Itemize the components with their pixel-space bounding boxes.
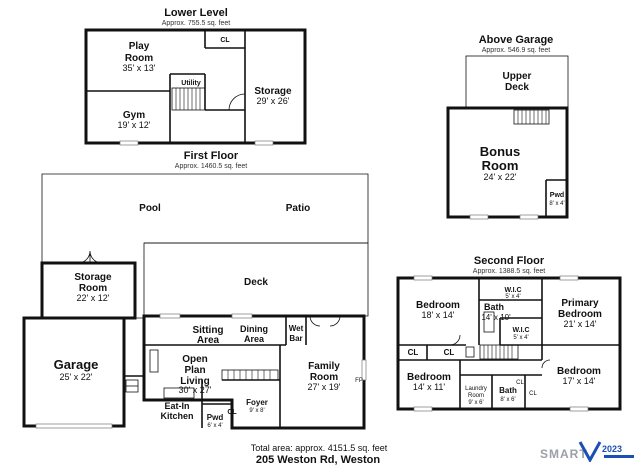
address-text: 205 Weston Rd, Weston [256, 454, 381, 465]
above-garage-title: Above Garage [479, 34, 554, 46]
brand-logo-badge: 2023 [602, 444, 622, 454]
bonus-room-name-2: Room [482, 158, 519, 173]
wic-a-dims: 5' x 4' [505, 294, 520, 300]
lower-level: Lower Level Approx. 755.5 sq. feet Play … [84, 7, 307, 146]
cl-first-name: CL [227, 409, 237, 416]
garage-dims: 25' x 22' [60, 372, 93, 382]
family-room-name: Family [308, 361, 340, 372]
lower-level-title: Lower Level [164, 7, 228, 19]
storage-room-dims: 22' x 12' [77, 293, 110, 303]
total-area-text: Total area: approx. 4151.5 sq. feet [251, 443, 388, 453]
play-room-name: Play [129, 41, 150, 52]
first-floor-level: First Floor Approx. 1460.5 sq. feet Pool… [22, 150, 369, 430]
pwd-first-name: Pwd [207, 413, 224, 422]
foyer-dims: 9' x 8' [249, 408, 264, 414]
open-plan-name: Open [182, 354, 208, 365]
gym-dims: 19' x 12' [118, 120, 151, 130]
family-room-dims: 27' x 19' [308, 382, 341, 392]
bonus-room-dims: 24' x 22' [484, 172, 517, 182]
bedroom-b-dims: 14' x 11' [413, 382, 446, 392]
cl-d-name: CL [529, 391, 537, 397]
upper-deck-name: Upper [503, 71, 532, 82]
primary-bedroom-dims: 21' x 14' [564, 319, 597, 329]
bedroom-a-dims: 18' x 14' [422, 310, 455, 320]
storage-lower-dims: 29' x 26' [257, 96, 290, 106]
open-plan-dims: 30' x 27' [179, 385, 212, 395]
bedroom-a-name: Bedroom [416, 300, 460, 311]
cl-b-name: CL [444, 348, 455, 357]
storage-room-name: Storage [74, 272, 112, 283]
pwd-first-dims: 6' x 4' [207, 423, 222, 429]
second-floor-area: Approx. 1388.5 sq. feet [473, 268, 545, 275]
pwd-above-name: Pwd [550, 192, 564, 199]
foyer-name: Foyer [246, 398, 268, 407]
bedroom-b-name: Bedroom [407, 372, 451, 383]
brand-logo-text: SMART [540, 447, 588, 461]
sitting-area-name-2: Area [197, 335, 220, 346]
deck-name: Deck [244, 277, 268, 288]
storage-lower-name: Storage [254, 86, 292, 97]
play-room-dims: 35' x 13' [123, 63, 156, 73]
bedroom-c-name: Bedroom [557, 366, 601, 377]
above-garage-area: Approx. 546.9 sq. feet [482, 47, 551, 54]
dining-area-name: Dining [240, 324, 268, 334]
cl-c-name: CL [516, 380, 524, 386]
bonus-room-name: Bonus [480, 144, 520, 159]
laundry-name: Laundry [465, 386, 487, 392]
wic-b-dims: 5' x 4' [513, 335, 528, 341]
fireplace-label: FP [355, 378, 363, 384]
bath-a-name: Bath [484, 302, 504, 312]
open-plan-name-3: Living [180, 376, 209, 387]
above-garage-outline [446, 106, 569, 219]
utility-name: Utility [181, 80, 201, 87]
second-floor-level: Second Floor Approx. 1388.5 sq. feet [396, 255, 622, 412]
eat-in-kitchen-name-2: Kitchen [160, 411, 193, 421]
sitting-area-name: Sitting [192, 325, 223, 336]
open-plan-name-2: Plan [184, 365, 205, 376]
bedroom-c-dims: 17' x 14' [563, 376, 596, 386]
wic-b-name: W.I.C [512, 327, 529, 334]
gym-name: Gym [123, 110, 145, 121]
garage-name: Garage [54, 357, 99, 372]
dining-area-name-2: Area [244, 334, 265, 344]
brand-logo-icon: 2023 [578, 441, 634, 462]
play-room-name-2: Room [125, 53, 153, 64]
pwd-above-dims: 8' x 4' [549, 201, 564, 207]
lower-stair [171, 87, 206, 111]
wet-bar-name-2: Bar [289, 334, 302, 343]
cl-a-name: CL [408, 348, 419, 357]
above-garage-stair [513, 109, 550, 125]
first-stair [221, 369, 279, 381]
second-floor-title: Second Floor [474, 255, 545, 267]
wic-a-name: W.I.C [504, 287, 521, 294]
first-floor-area: Approx. 1460.5 sq. feet [175, 163, 247, 170]
bath-a-dims: 14' x 10' [481, 313, 511, 322]
laundry-dims: 9' x 6' [468, 400, 483, 406]
second-floor-outline [396, 276, 622, 411]
wet-bar-name: Wet [289, 324, 304, 333]
storage-room-name-2: Room [79, 283, 107, 294]
upper-deck-name-2: Deck [505, 82, 529, 93]
bath-b-dims: 8' x 6' [500, 397, 515, 403]
bath-b-name: Bath [499, 386, 517, 395]
primary-bedroom-name: Primary [561, 298, 599, 309]
first-floor-title: First Floor [184, 150, 239, 162]
second-stair [479, 344, 519, 360]
laundry-name-2: Room [468, 393, 484, 399]
eat-in-kitchen-name: Eat-In [164, 401, 189, 411]
lower-level-outline [84, 28, 307, 145]
family-room-name-2: Room [310, 372, 338, 383]
lower-cl-name: CL [220, 37, 230, 44]
pool-name: Pool [139, 203, 161, 214]
primary-bedroom-name-2: Bedroom [558, 309, 602, 320]
above-garage-level: Above Garage Approx. 546.9 sq. feet Uppe… [446, 34, 569, 220]
lower-level-area: Approx. 755.5 sq. feet [162, 20, 231, 27]
patio-name: Patio [286, 203, 310, 214]
